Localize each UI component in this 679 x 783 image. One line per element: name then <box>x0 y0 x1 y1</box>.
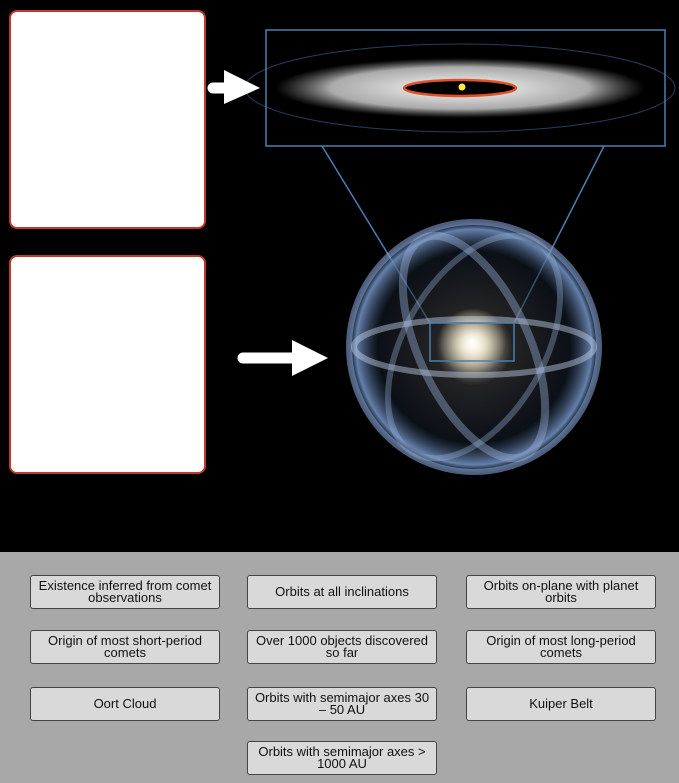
sun-icon <box>458 83 466 91</box>
drop-zone-kuiper[interactable] <box>9 10 206 229</box>
label-chip-existence-inferred[interactable]: Existence inferred from comet observatio… <box>30 575 220 609</box>
kuiper-belt-disk <box>244 43 676 133</box>
label-chip-orbits-all-inclinations[interactable]: Orbits at all inclinations <box>247 575 437 609</box>
label-chip-orbits-on-plane[interactable]: Orbits on-plane with planet orbits <box>466 575 656 609</box>
oort-cloud-sphere <box>346 219 602 475</box>
drop-zone-oort[interactable] <box>9 255 206 474</box>
label-chip-kuiper-belt[interactable]: Kuiper Belt <box>466 687 656 721</box>
arrow-to-oort-icon <box>237 340 328 376</box>
label-chip-semimajor-30-50[interactable]: Orbits with semimajor axes 30 – 50 AU <box>247 687 437 721</box>
label-chip-semimajor-1000[interactable]: Orbits with semimajor axes > 1000 AU <box>247 741 437 775</box>
label-chip-oort-cloud[interactable]: Oort Cloud <box>30 687 220 721</box>
arrow-to-kuiper-icon <box>207 70 260 104</box>
zoom-source-box <box>429 322 515 362</box>
label-chip-origin-short-period[interactable]: Origin of most short-period comets <box>30 630 220 664</box>
label-chip-over-1000-objects[interactable]: Over 1000 objects discovered so far <box>247 630 437 664</box>
label-bank: Existence inferred from comet observatio… <box>0 552 679 783</box>
label-chip-origin-long-period[interactable]: Origin of most long-period comets <box>466 630 656 664</box>
solar-system-illustration <box>207 29 676 475</box>
